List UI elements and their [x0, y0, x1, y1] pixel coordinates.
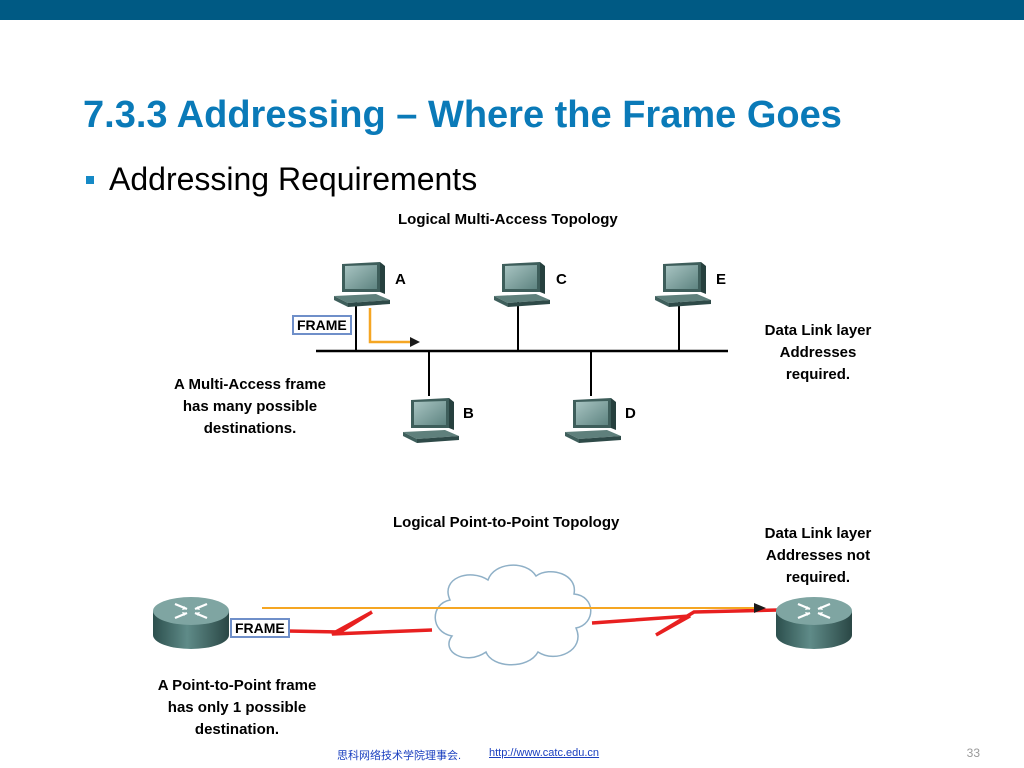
p2p-title: Logical Point-to-Point Topology: [393, 514, 620, 531]
host-e-computer-icon: [655, 262, 711, 307]
p2p-note: A Point-to-Point frame has only 1 possib…: [124, 675, 350, 741]
note-line: Addresses: [779, 344, 857, 361]
footer-org: 思科网络技术学院理事会.: [337, 750, 462, 762]
frame-badge-p2p: FRAME: [230, 618, 290, 638]
serial-link: [229, 608, 779, 637]
multi-access-title: Logical Multi-Access Topology: [398, 211, 618, 228]
frame-path-arrow: [368, 308, 420, 347]
note-line: Data Link layer: [764, 322, 872, 339]
p2p-address-note: Data Link layer Addresses not required.: [738, 523, 898, 589]
host-b-computer-icon: [403, 398, 459, 443]
host-label-e: E: [716, 271, 727, 288]
host-label-a: A: [395, 271, 406, 288]
note-line: has many possible: [182, 398, 318, 415]
multi-access-note: A Multi-Access frame has many possible d…: [140, 374, 360, 440]
host-label-b: B: [463, 405, 474, 422]
frame-badge-multi: FRAME: [292, 315, 352, 335]
note-line: A Multi-Access frame: [174, 376, 326, 393]
frame-label: FRAME: [232, 620, 288, 636]
host-d-computer-icon: [565, 398, 621, 443]
note-line: required.: [785, 569, 851, 586]
note-line: destinations.: [203, 420, 297, 437]
bullet-text: Addressing Requirements: [109, 161, 478, 197]
wan-cloud-icon: [434, 564, 592, 666]
router-left-icon: [151, 595, 231, 651]
note-line: A Point-to-Point frame: [157, 677, 317, 694]
multi-access-address-note: Data Link layer Addresses required.: [738, 320, 898, 386]
note-line: destination.: [194, 721, 280, 738]
multi-access-bus: [316, 302, 728, 396]
slide-title: 7.3.3 Addressing – Where the Frame Goes: [83, 94, 842, 136]
frame-label: FRAME: [294, 317, 350, 333]
host-c-computer-icon: [494, 262, 550, 307]
page-number: 33: [966, 746, 980, 760]
host-label-d: D: [625, 405, 636, 422]
host-label-c: C: [556, 271, 567, 288]
note-line: has only 1 possible: [167, 699, 307, 716]
p2p-frame-arrow: [262, 603, 766, 613]
note-line: required.: [785, 366, 851, 383]
top-bar: [0, 0, 1024, 20]
host-a-computer-icon: [334, 262, 390, 307]
bullet-square-icon: [86, 176, 94, 184]
note-line: Data Link layer: [764, 525, 872, 542]
note-line: Addresses not: [765, 547, 871, 564]
footer-link[interactable]: http://www.catc.edu.cn: [489, 747, 600, 759]
router-right-icon: [774, 595, 854, 651]
